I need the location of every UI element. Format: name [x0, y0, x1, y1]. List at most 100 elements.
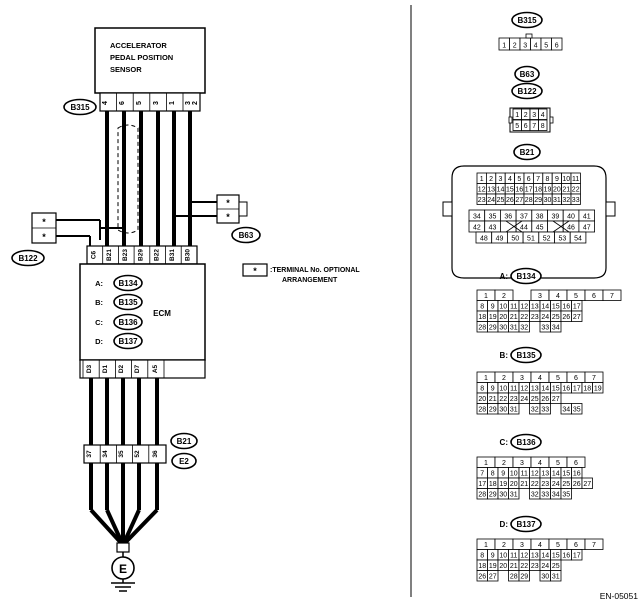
b21-r3-pin: 33: [572, 197, 580, 204]
b136-r1-pin: 3: [520, 460, 524, 467]
b136-r2-pin: 11: [521, 471, 528, 478]
b122-r2-cell: [538, 119, 548, 131]
b136-r4-pin: 30: [499, 492, 507, 499]
b21-lug-right: [605, 201, 616, 217]
sensor-pin: 2: [192, 101, 199, 105]
b137-tag: B137: [516, 520, 536, 529]
b134-r4-cell: [518, 321, 530, 333]
b134-r1-pin: 3: [538, 293, 542, 300]
b137-r1-pin: 1: [484, 542, 488, 549]
b135-r2-pin: 14: [541, 386, 549, 393]
b136-r1-pin: 2: [502, 460, 506, 467]
b136-letter: C:: [500, 438, 508, 447]
tag-b21-oval: [170, 432, 198, 450]
b134-r4-pin: 34: [552, 325, 560, 332]
b136-r1-pin: 1: [484, 460, 488, 467]
b136-r3-pin: 17: [478, 481, 486, 488]
b21-r5-pin: 45: [536, 225, 544, 232]
b137-tag-oval: [510, 515, 542, 533]
b21-r2-pin: 14: [497, 187, 505, 194]
b137-r4-pin: 30: [541, 574, 549, 581]
b136-r1-pin: 4: [538, 460, 542, 467]
b137-r2-pin: 13: [531, 553, 539, 560]
b134-r1-pin: 1: [484, 293, 488, 300]
ecm-connector-tag-oval: [113, 313, 143, 331]
b21-r2-pin: 13: [487, 187, 495, 194]
b21-r6-pin: 50: [511, 236, 519, 243]
b136-r4-cell: [560, 488, 572, 500]
b21-r3-cell: [570, 193, 581, 205]
ecm-top-pin: B23: [122, 249, 129, 261]
tag-right-b63: B63: [520, 70, 535, 79]
b21-r3-pin: 32: [562, 197, 570, 204]
b137-r2-pin: 14: [541, 553, 549, 560]
b135-r4-cell: [539, 403, 551, 415]
ecm-connector-letter: D:: [95, 337, 103, 346]
b137-r2-pin: 9: [491, 553, 495, 560]
b135-r2-pin: 18: [583, 386, 591, 393]
ecm-bottom-connector: [79, 359, 206, 379]
b136-r4-pin: 29: [489, 492, 497, 499]
b137-r4-pin: 31: [552, 574, 560, 581]
tag-right-b315-oval: [511, 11, 543, 29]
b21-r6-cell: [569, 231, 587, 244]
b137-r4-cell: [487, 570, 499, 582]
legend-line-1: :TERMINAL No. OPTIONAL: [270, 267, 360, 274]
tag-e2-oval: [171, 452, 197, 470]
b137-r1-pin: 5: [556, 542, 560, 549]
b21-r5-cell: [578, 220, 596, 233]
b134-letter: A:: [500, 272, 508, 281]
b136-r2-pin: 15: [562, 471, 570, 478]
b63-latch: [238, 201, 248, 217]
b137-r4-pin: 27: [489, 574, 497, 581]
b135-r2-pin: 10: [499, 386, 507, 393]
b315-pin: 2: [513, 43, 517, 50]
b137-r3-pin: 19: [489, 563, 497, 570]
b137-r4-cell: [550, 570, 562, 582]
b21-r3-pin: 29: [534, 197, 542, 204]
b21-r1-pin: 5: [517, 176, 521, 183]
b134-r2-pin: 12: [520, 304, 528, 311]
b134-r2-pin: 13: [531, 304, 539, 311]
ecm-top-pin: B29: [138, 249, 145, 261]
b135-r4-cell: [571, 403, 583, 415]
b136-r1-pin: 6: [574, 460, 578, 467]
b135-r2-pin: 17: [573, 386, 581, 393]
b136-r3-pin: 25: [562, 481, 570, 488]
b136-r3-pin: 19: [499, 481, 507, 488]
b134-r3-pin: 20: [499, 314, 507, 321]
b134-r1-pin: 5: [574, 293, 578, 300]
ecm-connector-letter: C:: [95, 318, 103, 327]
b315-key: [525, 33, 533, 39]
b122-r1-pin: 3: [532, 112, 536, 119]
ecm-bottom-pin: D7: [134, 364, 141, 373]
b136-r4-pin: 28: [478, 492, 486, 499]
b21-pin: 34: [102, 450, 109, 458]
b134-r3-pin: 21: [510, 314, 518, 321]
b21-r1-pin: 10: [562, 176, 570, 183]
b136-r2-pin: 8: [491, 471, 495, 478]
b135-r3-pin: 24: [520, 396, 528, 403]
b21-r3-pin: 26: [506, 197, 514, 204]
b21-r1-pin: 8: [546, 176, 550, 183]
b134-tag-oval: [510, 267, 542, 285]
wire-merge: [89, 508, 125, 547]
b21-r5-pin: 43: [489, 225, 497, 232]
b137-r4-pin: 28: [510, 574, 518, 581]
b137-r3-pin: 24: [541, 563, 549, 570]
b122-r1-pin: 1: [515, 112, 519, 119]
ecm-top-pin: B21: [106, 249, 113, 261]
b21-r4-pin: 40: [567, 214, 575, 221]
b315-pin: 4: [534, 43, 538, 50]
b21-r5-pin: 47: [583, 225, 591, 232]
b136-r4-pin: 31: [510, 492, 518, 499]
b21-r1-pin: 11: [572, 176, 579, 183]
b122-lug: [508, 116, 513, 124]
ecm-bottom-pin: D1: [102, 364, 109, 373]
b134-r4-cell: [550, 321, 562, 333]
b21-r4-pin: 39: [551, 214, 559, 221]
b134-r3-pin: 25: [552, 314, 560, 321]
b21-r2-pin: 15: [506, 187, 514, 194]
b137-r3-pin: 25: [552, 563, 560, 570]
b21-pin: 35: [118, 450, 125, 458]
